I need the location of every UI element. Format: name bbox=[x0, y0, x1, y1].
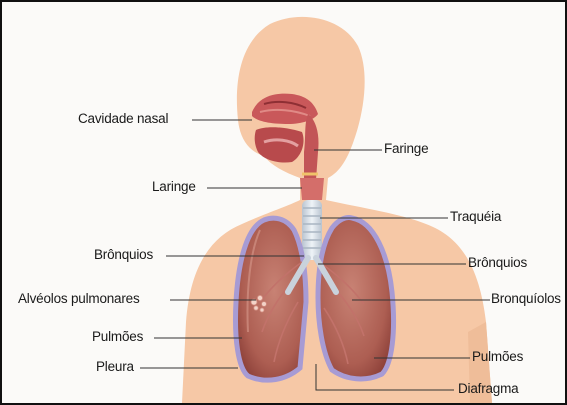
mouth-shape bbox=[255, 127, 304, 162]
label-laringe: Laringe bbox=[152, 179, 196, 194]
label-alveolos: Alvéolos pulmonares bbox=[18, 291, 140, 306]
label-pulmoes-right: Pulmões bbox=[472, 349, 523, 364]
left-lung-shape bbox=[236, 218, 307, 380]
label-pleura: Pleura bbox=[96, 359, 134, 374]
trachea-shape bbox=[302, 200, 322, 260]
label-bronquiolos: Bronquíolos bbox=[491, 291, 561, 306]
label-diafragma: Diafragma bbox=[458, 381, 518, 396]
label-bronquios-right: Brônquios bbox=[468, 255, 527, 270]
label-pulmoes-left: Pulmões bbox=[92, 329, 143, 344]
label-traqueia: Traquéia bbox=[450, 209, 501, 224]
label-bronquios-left: Brônquios bbox=[94, 247, 153, 262]
label-cavidade-nasal: Cavidade nasal bbox=[78, 111, 168, 126]
label-faringe: Faringe bbox=[384, 141, 428, 156]
